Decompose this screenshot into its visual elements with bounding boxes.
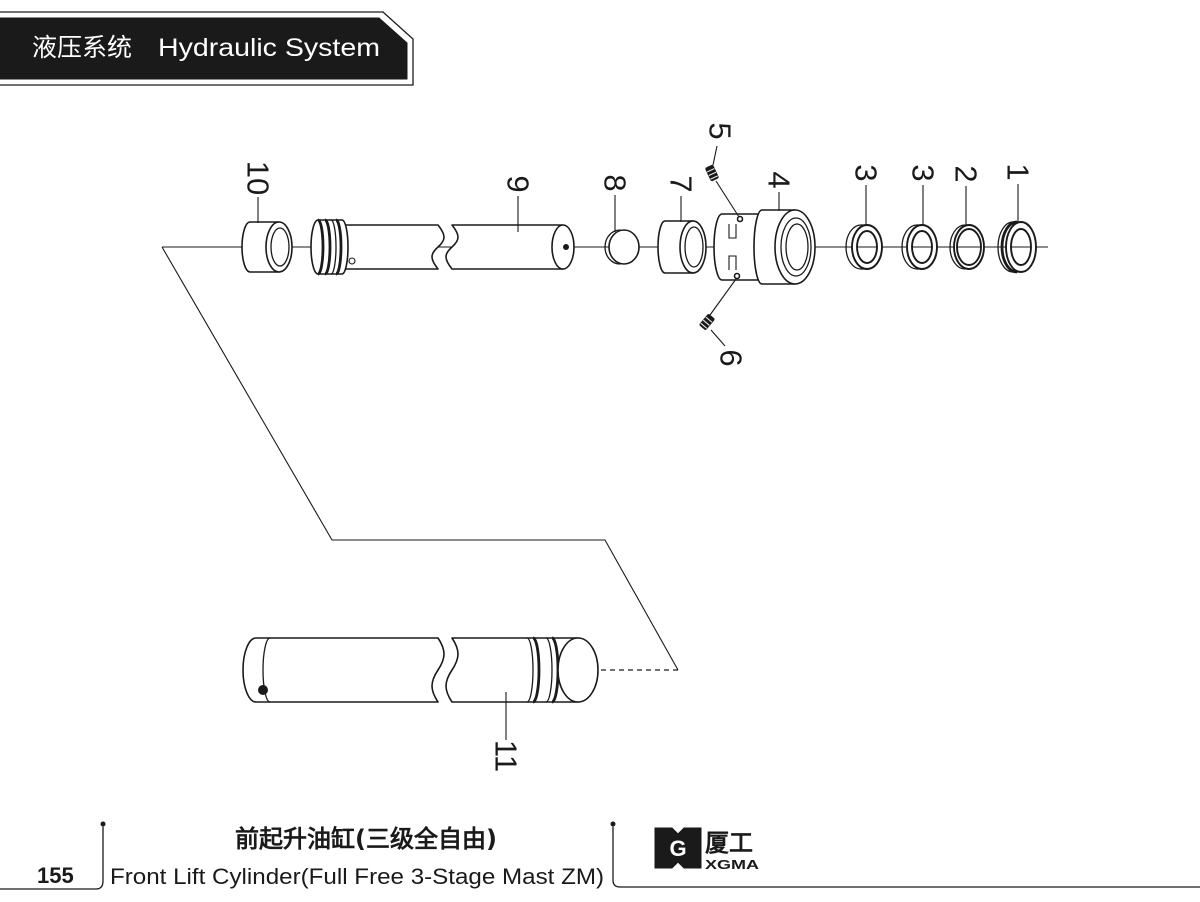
leader-line-5	[712, 145, 740, 218]
header-title-cn: 液压系统	[32, 33, 132, 62]
callout-2: 2	[949, 165, 984, 182]
footer-title-en: Front Lift Cylinder(Full Free 3-Stage Ma…	[110, 864, 604, 889]
header-banner-fill	[0, 17, 408, 80]
footer-rule-left	[0, 826, 104, 890]
callout-4: 4	[762, 171, 797, 188]
xgma-logo: G 厦工 XGMA	[654, 827, 760, 872]
part-2-ring	[949, 224, 985, 270]
footer-rule-left-dot	[100, 821, 106, 827]
callout-3a: 3	[849, 164, 884, 181]
header-title-en: Hydraulic System	[158, 34, 380, 62]
callout-3b: 3	[906, 164, 941, 181]
callout-5: 5	[703, 122, 738, 139]
part-5-screw	[705, 164, 719, 182]
callout-7: 7	[664, 175, 699, 192]
part-6-screw	[699, 314, 715, 330]
header-banner-outline	[0, 11, 414, 86]
logo-emblem	[654, 827, 702, 869]
part-3-seal-b	[901, 224, 938, 270]
logo-name-cn: 厦工	[705, 829, 753, 857]
part-1-dust-seal	[997, 220, 1037, 274]
callout-11: 11	[489, 740, 524, 772]
assembly-connector-line	[161, 246, 679, 671]
page-number: 155	[37, 863, 74, 888]
header-banner: 液压系统 Hydraulic System	[0, 11, 414, 86]
logo-name-en: XGMA	[705, 857, 760, 872]
part-3-seal-a	[845, 224, 883, 270]
part-9-cylinder-tube	[310, 218, 575, 276]
callout-8: 8	[598, 174, 633, 191]
part-11-piston-rod	[242, 636, 599, 704]
part-7-ring	[657, 220, 707, 274]
footer-rule-right-dot	[610, 821, 616, 827]
leader-lines	[257, 145, 1019, 740]
footer-rule-right	[612, 826, 1200, 888]
part-4-guide-sleeve	[713, 209, 816, 285]
logo-mark-g: G	[669, 836, 686, 861]
part-8-disc	[604, 229, 640, 265]
part-10-ring	[241, 221, 293, 273]
callout-9: 9	[501, 175, 536, 192]
leader-line-6	[709, 278, 737, 347]
callouts: 10 9 8 7 4 5 6 3 3 2 1 11	[241, 122, 1036, 772]
footer: 155 前起升油缸(三级全自由) Front Lift Cylinder(Ful…	[0, 821, 1200, 890]
callout-6: 6	[714, 349, 749, 366]
callout-1: 1	[1001, 163, 1036, 180]
footer-title-cn: 前起升油缸(三级全自由)	[235, 825, 497, 853]
callout-10: 10	[241, 161, 276, 195]
